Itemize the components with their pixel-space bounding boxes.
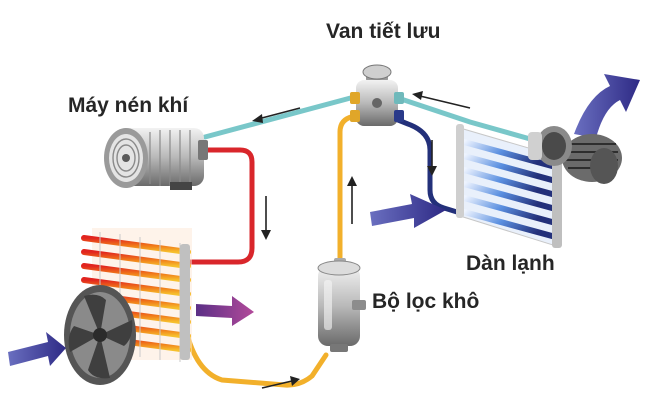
compressor-label: Máy nén khí [68,94,189,117]
cold-air-output-arrow [574,74,640,138]
evaporator-label: Dàn lạnh [466,252,555,275]
condenser-fan [64,285,136,385]
expansion-valve-label: Van tiết lưu [326,20,441,43]
hot-gas-pipe [187,147,255,265]
flow-arrow-to-valve [412,91,471,109]
compressor [104,128,208,190]
flow-arrow-down-cold [427,140,437,176]
flow-arrows [252,91,471,389]
flow-arrow-up-liquid [347,176,357,224]
expansion-valve [350,64,404,126]
filter-drier-label: Bộ lọc khô [372,290,480,313]
filter-drier [317,258,366,352]
suction-pipe [202,93,361,140]
hot-air-arrow [196,296,254,326]
liquid-line-pipe [183,327,329,388]
filter-to-valve-pipe [337,113,365,268]
evaporator-blower [528,126,622,184]
valve-to-evaporator-top-pipe [395,95,551,147]
flow-arrow-down-hot-gas [261,196,271,240]
flow-arrow-to-compressor [252,107,301,123]
intake-air-arrow-condenser [8,332,66,366]
flow-arrow-bottom-liquid [261,376,300,389]
intake-air-arrow-evaporator [370,194,446,228]
